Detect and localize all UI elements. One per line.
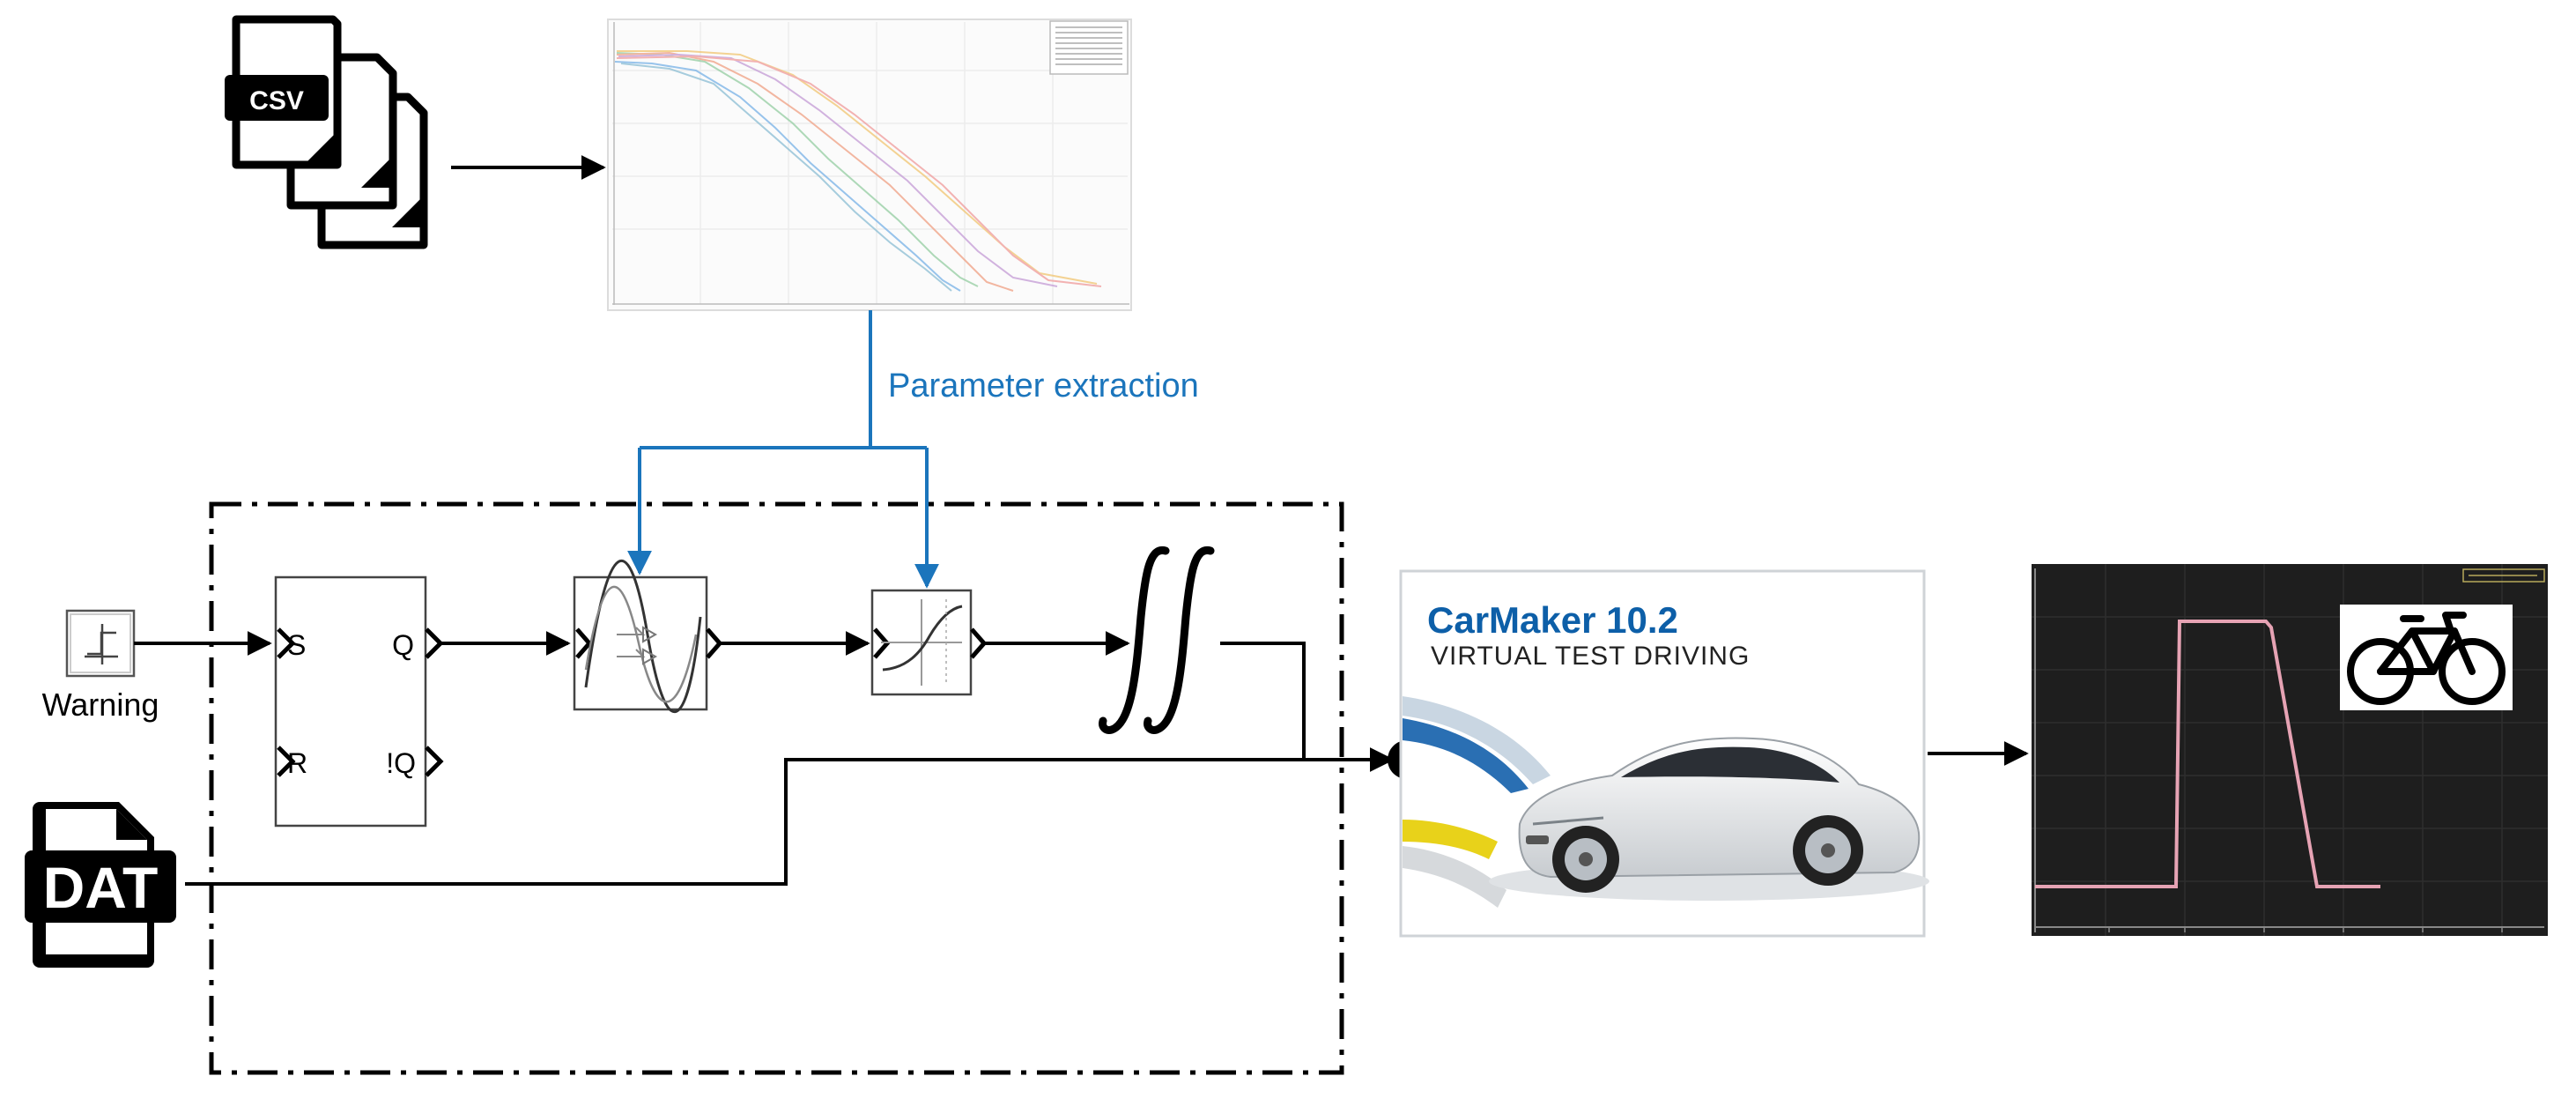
parameter-extraction-label: Parameter extraction bbox=[888, 367, 1199, 405]
carmaker-title: CarMaker 10.2 bbox=[1427, 599, 1678, 641]
line-integrator-to-junction bbox=[1220, 642, 1306, 760]
lookup-table-block bbox=[870, 589, 988, 696]
step-block-icon bbox=[85, 624, 118, 664]
measurement-plot bbox=[607, 19, 1132, 311]
flipflop-q-port: Q bbox=[392, 629, 414, 661]
carmaker-panel: CarMaker 10.2 VIRTUAL TEST DRIVING bbox=[1399, 569, 1929, 938]
plot-trace bbox=[616, 51, 1014, 292]
dat-label: DAT bbox=[43, 855, 159, 920]
plot-trace bbox=[616, 52, 979, 287]
plot-trace bbox=[614, 61, 961, 292]
scope-legend bbox=[2462, 568, 2545, 583]
bicycle-icon bbox=[2340, 605, 2513, 710]
double-integral-icon bbox=[1099, 546, 1215, 734]
csv-label: CSV bbox=[249, 86, 304, 115]
scope-trace bbox=[2035, 620, 2380, 888]
waveform-icon bbox=[584, 560, 702, 714]
parameter-extraction-flow: Parameter extraction bbox=[627, 310, 1199, 589]
plot-legend bbox=[1049, 20, 1129, 75]
plot-trace bbox=[616, 55, 1102, 287]
swoosh-graphic bbox=[1403, 696, 1551, 908]
sports-car-icon bbox=[1489, 737, 1929, 901]
scope-output-panel bbox=[2032, 564, 2548, 936]
dat-file-icon: DAT bbox=[25, 802, 176, 968]
flipflop-s-port: S bbox=[287, 629, 306, 661]
plot-trace bbox=[618, 53, 1058, 287]
csv-file-stack-icon: CSV bbox=[225, 15, 428, 249]
plot-trace bbox=[617, 50, 1098, 285]
flipflop-r-port: R bbox=[287, 747, 307, 779]
subsystem-boundary bbox=[209, 501, 1344, 1075]
sr-flipflop-block: S R Q !Q bbox=[274, 575, 444, 828]
carmaker-subtitle: VIRTUAL TEST DRIVING bbox=[1431, 642, 1750, 671]
warning-step-block: Warning bbox=[42, 609, 159, 723]
plot-trace bbox=[620, 63, 952, 292]
signal-shaping-block bbox=[573, 560, 723, 714]
line-dat-to-carmaker bbox=[185, 747, 1395, 886]
lookup-curve-icon bbox=[881, 599, 963, 686]
warning-label: Warning bbox=[42, 687, 159, 723]
flipflop-notq-port: !Q bbox=[386, 747, 416, 779]
